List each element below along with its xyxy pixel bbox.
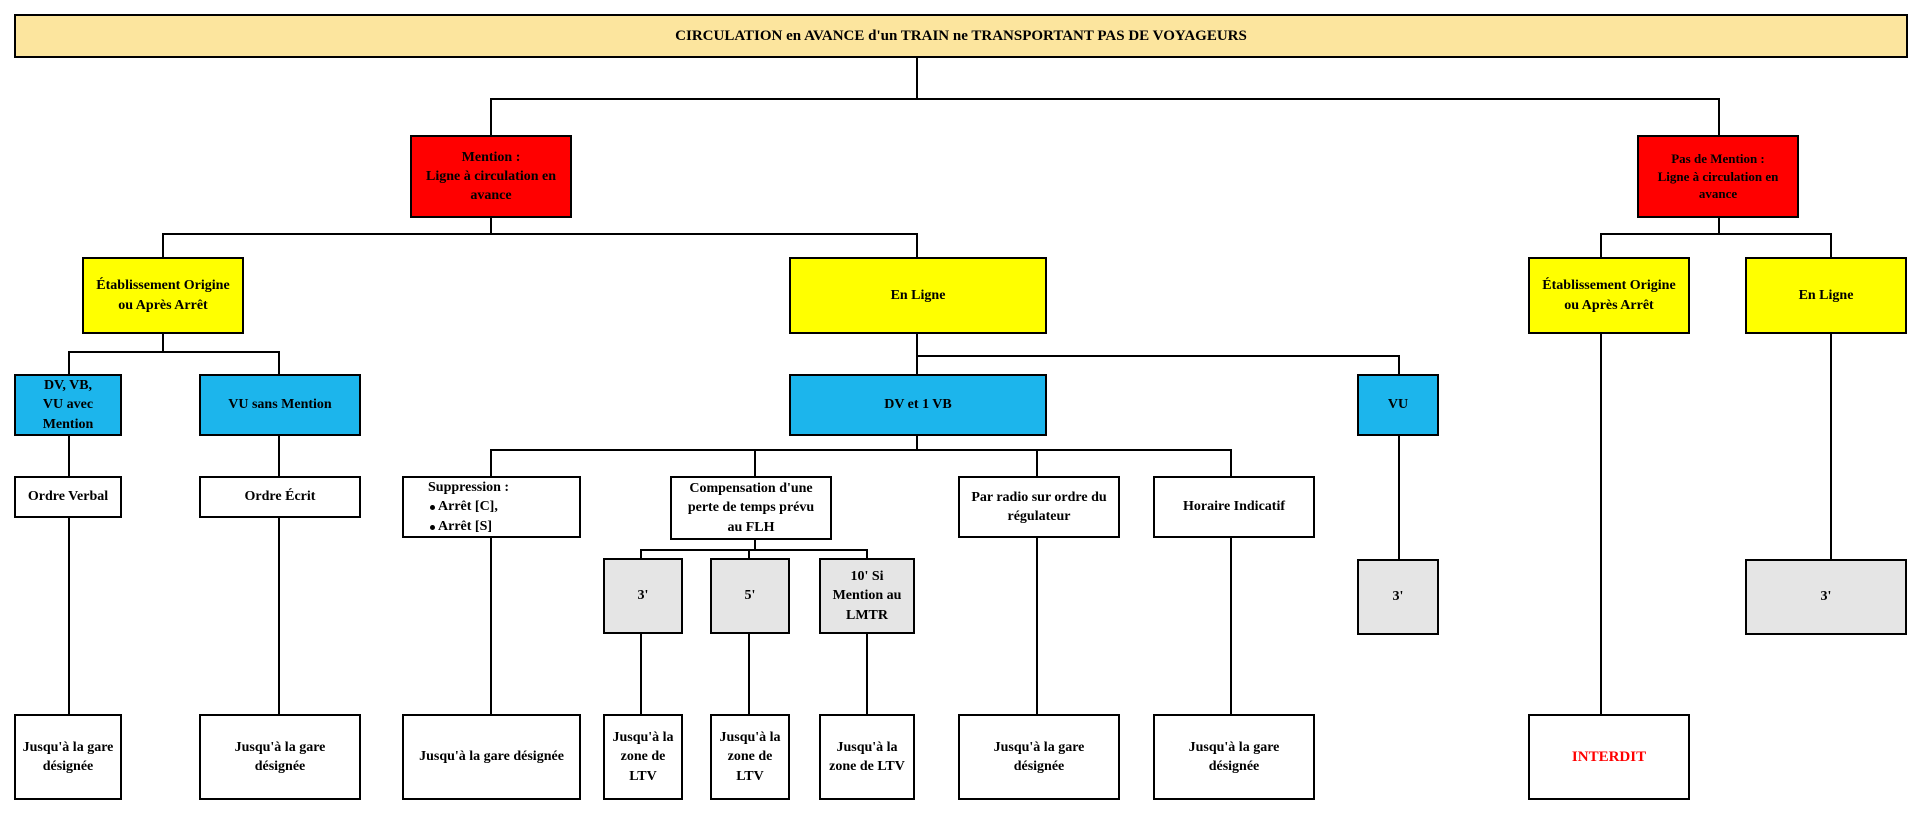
destination-node: Jusqu'à la gare désignée	[14, 714, 122, 800]
destination-node: Jusqu'à la zone de LTV	[710, 714, 790, 800]
connector	[490, 217, 492, 235]
connector	[1398, 355, 1400, 375]
destination-node: Jusqu'à la gare désignée	[1153, 714, 1315, 800]
connector	[162, 333, 164, 353]
destination-node: Jusqu'à la gare désignée	[199, 714, 361, 800]
horaire-indicatif-node: Horaire Indicatif	[1153, 476, 1315, 538]
right-origine-node: Établissement Origine ou Après Arrêt	[1528, 257, 1690, 334]
connector	[68, 351, 280, 353]
par-radio-node: Par radio sur ordre du régulateur	[958, 476, 1120, 538]
connector	[866, 549, 868, 559]
destination-node: Jusqu'à la gare désignée	[402, 714, 581, 800]
ordre-verbal-node: Ordre Verbal	[14, 476, 122, 518]
vu-sans-mention-node: VU sans Mention	[199, 374, 361, 436]
connector	[490, 98, 1720, 100]
connector	[916, 435, 918, 451]
connector	[1830, 333, 1832, 560]
ordre-ecrit-node: Ordre Écrit	[199, 476, 361, 518]
connector	[490, 537, 492, 715]
connector	[640, 633, 642, 715]
connector	[916, 355, 1400, 357]
connector	[68, 435, 70, 477]
connector	[1600, 233, 1602, 258]
right-time-node: 3'	[1745, 559, 1907, 635]
mention-node: Mention : Ligne à circulation en avance	[410, 135, 572, 218]
connector	[866, 633, 868, 715]
interdit-node: INTERDIT	[1528, 714, 1690, 800]
connector	[278, 517, 280, 715]
destination-node: Jusqu'à la zone de LTV	[819, 714, 915, 800]
connector	[1036, 537, 1038, 715]
connector	[640, 549, 868, 551]
bullet-item: Arrêt [C],	[428, 497, 498, 516]
connector	[1230, 449, 1232, 477]
connector	[754, 449, 756, 477]
connector	[490, 449, 1232, 451]
connector	[1230, 537, 1232, 715]
en-ligne-node: En Ligne	[789, 257, 1047, 334]
compensation-node: Compensation d'une perte de temps prévu …	[670, 476, 832, 540]
pas-de-mention-node: Pas de Mention : Ligne à circulation en …	[1637, 135, 1799, 218]
suppression-node: Suppression : Arrêt [C], Arrêt [S]	[402, 476, 581, 538]
connector	[162, 233, 164, 258]
origine-node: Établissement Origine ou Après Arrêt	[82, 257, 244, 334]
connector	[162, 233, 918, 235]
time-3-node: 3'	[603, 558, 683, 634]
connector	[68, 517, 70, 715]
connector	[278, 435, 280, 477]
time-5-node: 5'	[710, 558, 790, 634]
connector	[490, 449, 492, 477]
connector	[916, 233, 918, 258]
connector	[490, 98, 492, 136]
connector	[748, 633, 750, 715]
bullet-item: Arrêt [S]	[428, 517, 492, 536]
connector	[1036, 449, 1038, 477]
destination-node: Jusqu'à la gare désignée	[958, 714, 1120, 800]
time-10-node: 10' Si Mention au LMTR	[819, 558, 915, 634]
connector	[916, 333, 918, 375]
connector	[916, 58, 918, 100]
connector	[1830, 233, 1832, 258]
connector	[754, 539, 756, 551]
connector	[1718, 217, 1720, 235]
dv-vb-vu-node: DV, VB, VU avec Mention	[14, 374, 122, 436]
connector	[640, 549, 642, 559]
diagram-title: CIRCULATION en AVANCE d'un TRAIN ne TRAN…	[14, 14, 1908, 58]
connector	[1600, 333, 1602, 715]
connector	[278, 351, 280, 375]
dv-1vb-node: DV et 1 VB	[789, 374, 1047, 436]
right-en-ligne-node: En Ligne	[1745, 257, 1907, 334]
vu-time-node: 3'	[1357, 559, 1439, 635]
connector	[748, 549, 750, 559]
connector	[1718, 98, 1720, 136]
connector	[1398, 435, 1400, 560]
vu-node: VU	[1357, 374, 1439, 436]
destination-node: Jusqu'à la zone de LTV	[603, 714, 683, 800]
interdit-label: INTERDIT	[1571, 748, 1647, 765]
connector	[1600, 233, 1832, 235]
connector	[68, 351, 70, 375]
